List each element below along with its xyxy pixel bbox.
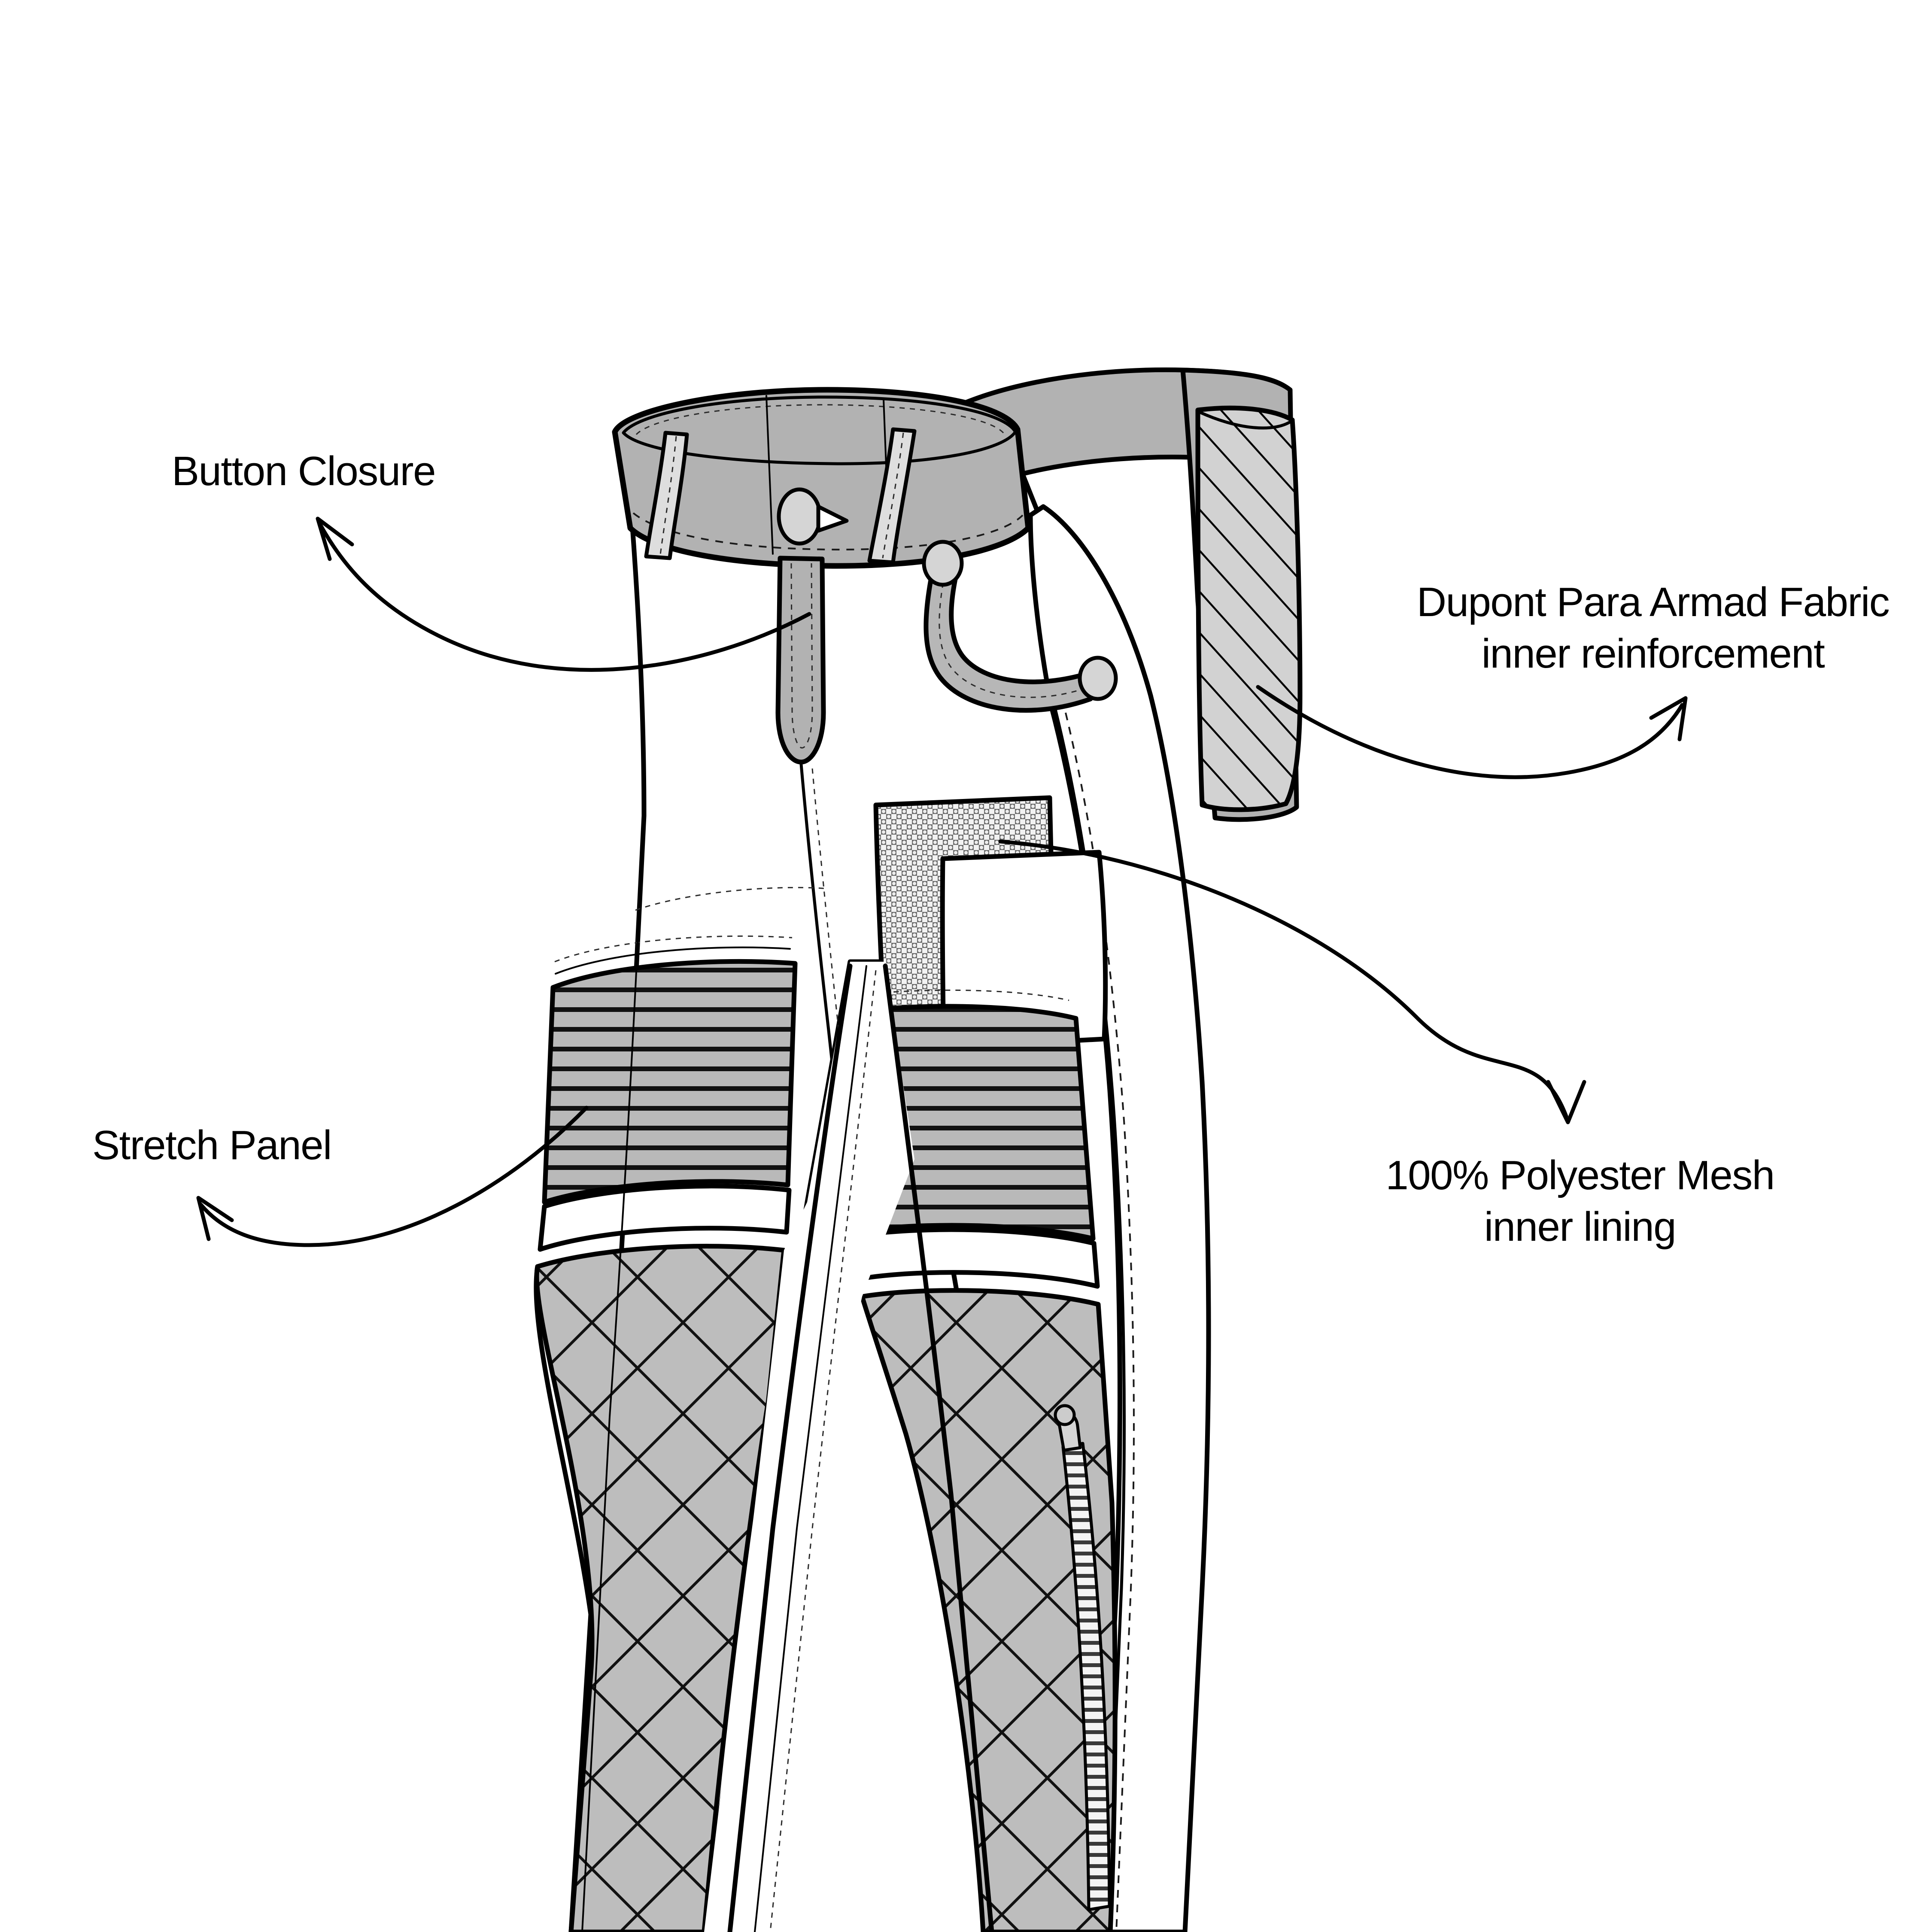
callout-stretch-panel-leader — [199, 1106, 589, 1247]
garment-body — [534, 367, 1303, 1932]
left-leg-outer-contour — [534, 1264, 593, 1932]
seat-reinforcement-panel — [1195, 405, 1303, 812]
waistband-cf-seam — [766, 395, 774, 555]
waistband-inner-opening — [622, 395, 1017, 465]
side-seam-zipper-group — [1054, 1404, 1111, 1911]
belt-loop-group — [644, 427, 917, 565]
reinforcement-fold-edge — [1196, 410, 1295, 430]
stretch-panel-left-bottom-band — [538, 1184, 792, 1252]
belt-loop-center-stitch — [882, 432, 904, 559]
belt-loop-center — [867, 427, 917, 565]
knee-panel-right — [860, 1288, 1118, 1932]
front-pocket-binding-stitch — [939, 562, 1094, 698]
callout-dupont-line-2: inner reinforcement — [1482, 631, 1825, 677]
callout-mesh-line-2: inner lining — [1484, 1204, 1676, 1250]
stretch-panel-left — [542, 959, 798, 1205]
inseam-center-stitch — [769, 970, 877, 1932]
stretch-panel-left-top-edge — [555, 946, 791, 975]
callout-dupont-line-1: Dupont Para Armad Fabric — [1417, 579, 1889, 625]
callout-mesh-line-1: 100% Polyester Mesh — [1385, 1152, 1774, 1198]
callout-button-closure-leader — [318, 522, 811, 672]
callout-dupont-para-armad[interactable]: Dupont Para Armad Fabric inner reinforce… — [1256, 579, 1890, 779]
callout-polyester-mesh[interactable]: 100% Polyester Mesh inner lining — [998, 839, 1775, 1250]
callout-button-closure-arrowhead — [316, 516, 354, 561]
pocket-snap-side — [1078, 656, 1118, 701]
closure-button — [777, 487, 822, 546]
stretch-panel-right — [842, 1004, 1096, 1241]
callout-dupont-leader — [1256, 685, 1684, 779]
zipper-slider — [1054, 1404, 1076, 1426]
pocket-snap-top — [922, 540, 964, 587]
callout-stretch-panel[interactable]: Stretch Panel — [92, 1106, 589, 1247]
knee-panel-left — [534, 1244, 787, 1932]
front-pocket-binding-group — [922, 540, 1118, 713]
callout-layer: Button Closure Dupont Para Armad Fabric … — [92, 448, 1890, 1250]
callout-stretch-panel-line-1: Stretch Panel — [92, 1122, 331, 1168]
fly-placket — [775, 556, 826, 765]
center-front-inseam-stitch — [811, 768, 861, 1248]
stretch-panel-right-group — [842, 989, 1100, 1289]
callout-mesh-arrowhead — [1546, 1080, 1586, 1124]
fly-placket-stitch — [790, 563, 813, 749]
button-closure-group — [777, 487, 849, 546]
stretch-panel-right-top-stitch — [842, 989, 1069, 1001]
callout-button-closure[interactable]: Button Closure — [172, 448, 811, 672]
callout-button-closure-line-1: Button Closure — [172, 448, 435, 494]
callout-dupont-arrowhead — [1649, 696, 1688, 741]
belt-loop-left — [644, 431, 689, 560]
side-seam-strip — [1052, 702, 1126, 1932]
inseam-left-edge — [727, 963, 853, 1932]
waistband-front — [612, 387, 1031, 569]
belt-loop-left-stitch — [659, 436, 677, 555]
white-overlay-patch — [940, 850, 1108, 1050]
closure-button-tab — [816, 504, 849, 533]
inseam-right-edge — [883, 963, 994, 1932]
zipper-tape — [1061, 1442, 1111, 1911]
seat-curve — [635, 887, 829, 911]
front-crease-left — [581, 806, 645, 1932]
stretch-panel-left-group — [538, 935, 798, 1252]
callout-stretch-panel-arrowhead — [196, 1196, 234, 1241]
callout-mesh-leader — [998, 839, 1568, 1118]
